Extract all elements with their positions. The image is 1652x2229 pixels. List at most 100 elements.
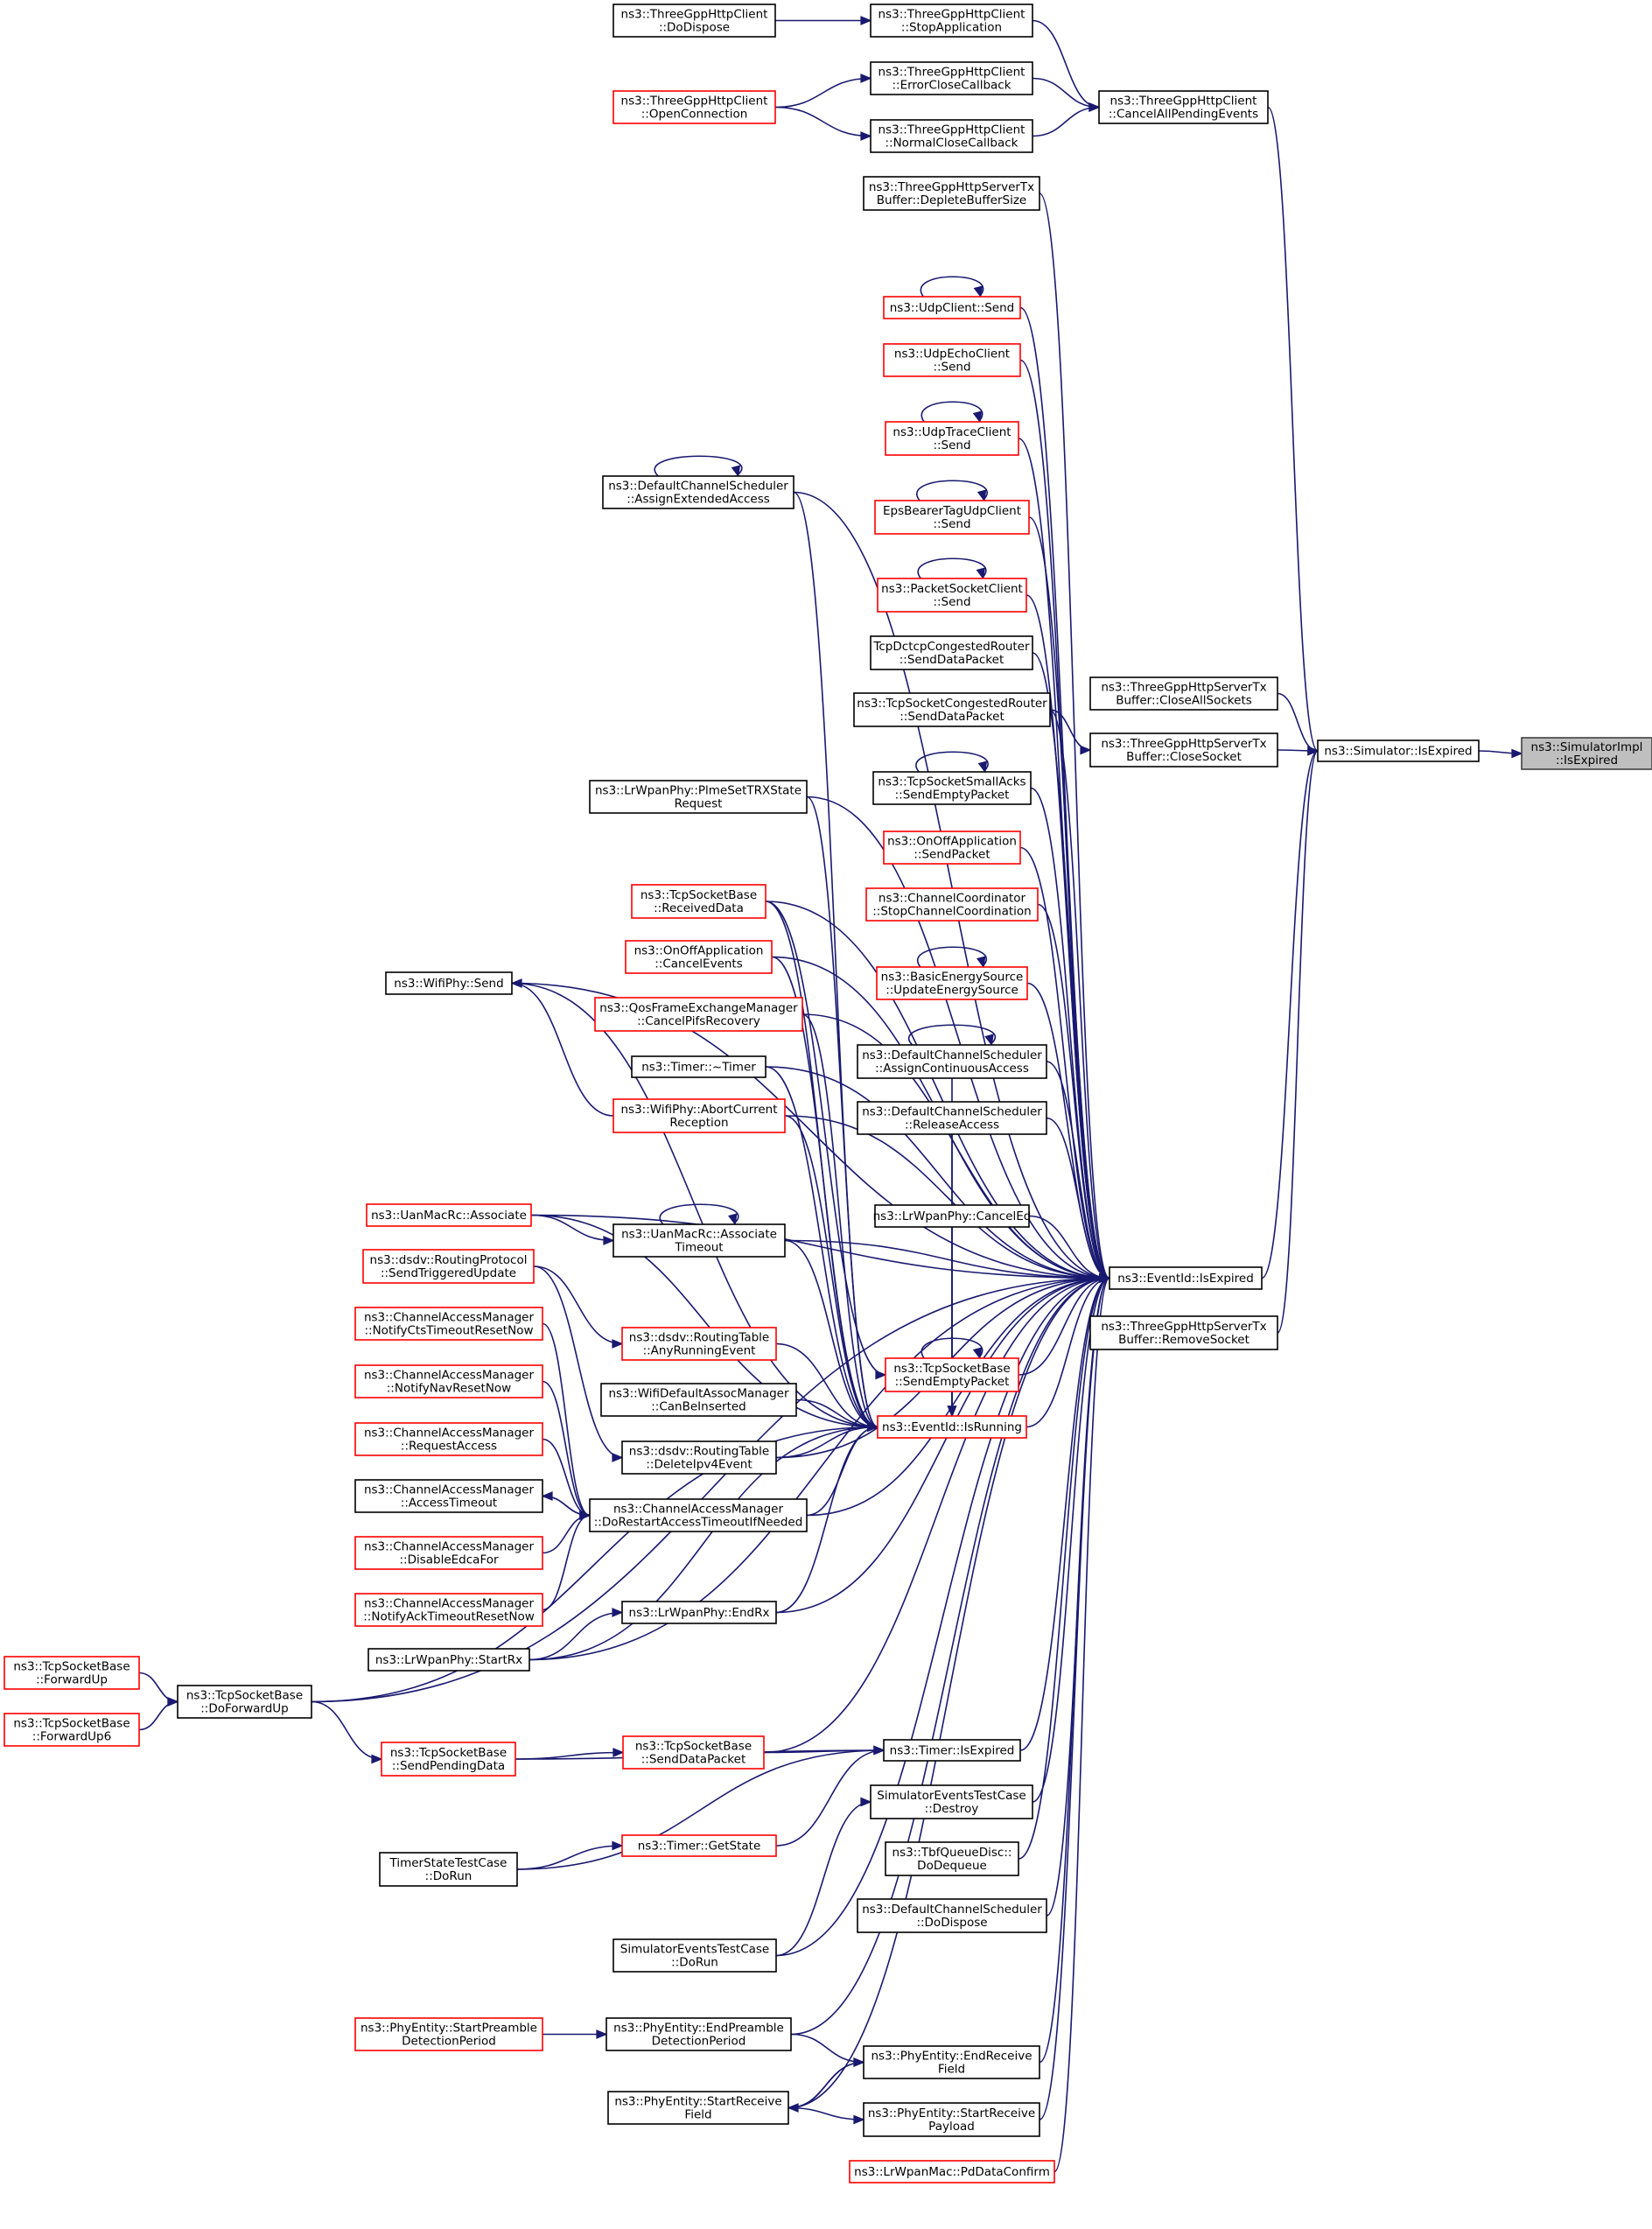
node-onoffcancel[interactable]: ns3::OnOffApplication::CancelEvents	[625, 940, 773, 974]
node-deplete[interactable]: ns3::ThreeGppHttpServerTxBuffer::Deplete…	[863, 176, 1040, 211]
node-label-line: ns3::ThreeGppHttpServerTx	[1101, 1320, 1266, 1334]
node-tcpsmall[interactable]: ns3::TcpSocketSmallAcks::SendEmptyPacket	[872, 771, 1032, 805]
node-assigncont[interactable]: ns3::DefaultChannelScheduler::AssignCont…	[857, 1044, 1047, 1079]
node-tcpsendpend[interactable]: ns3::TcpSocketBase::SendPendingData	[381, 1742, 516, 1777]
node-box	[589, 780, 808, 814]
node-phystartpre[interactable]: ns3::PhyEntity::StartPreambleDetectionPe…	[354, 2017, 543, 2051]
node-cam-dorestart[interactable]: ns3::ChannelAccessManager::DoRestartAcce…	[589, 1498, 808, 1532]
node-normclose[interactable]: ns3::ThreeGppHttpClient::NormalCloseCall…	[870, 119, 1033, 153]
node-lrmacpd[interactable]: ns3::LrWpanMac::PdDataConfirm	[849, 2160, 1055, 2183]
node-cam-ack[interactable]: ns3::ChannelAccessManager::NotifyAckTime…	[354, 1593, 543, 1627]
node-tcprecv[interactable]: ns3::TcpSocketBase::ReceivedData	[631, 884, 766, 919]
edge-n_basicenergy-to-n_basicenergy	[917, 946, 987, 969]
edge-line	[763, 1277, 1110, 1754]
node-label-line: ::IsExpired	[1556, 754, 1618, 768]
node-cam-cts[interactable]: ns3::ChannelAccessManager::NotifyCtsTime…	[354, 1307, 543, 1341]
node-uanassoc[interactable]: ns3::UanMacRc::Associate	[366, 1203, 532, 1227]
node-wifisend[interactable]: ns3::WifiPhy::Send	[385, 971, 513, 995]
node-label-line: ::ForwardUp	[36, 1673, 108, 1687]
node-root[interactable]: ns3::SimulatorImpl::IsExpired	[1521, 737, 1652, 770]
edge-n_simevrun-to-n_simevdestroy	[775, 1797, 872, 1957]
node-udptrace[interactable]: ns3::UdpTraceClient::Send	[885, 421, 1019, 456]
self-loop-arrowhead	[976, 956, 986, 969]
node-lrstartrx[interactable]: ns3::LrWpanPhy::StartRx	[368, 1648, 530, 1672]
node-simevdestroy[interactable]: SimulatorEventsTestCase::Destroy	[870, 1784, 1033, 1819]
edge-line	[542, 1322, 591, 1517]
node-stopapp[interactable]: ns3::ThreeGppHttpClient::StopApplication	[870, 4, 1033, 38]
node-dodispose-http[interactable]: ns3::ThreeGppHttpClient::DoDispose	[612, 4, 776, 38]
node-tcpdctcp[interactable]: TcpDctcpCongestedRouter::SendDataPacket	[870, 635, 1033, 670]
edge-line	[1032, 19, 1100, 109]
node-wifidefault[interactable]: ns3::WifiDefaultAssocManager::CanBeInser…	[600, 1383, 797, 1417]
node-label-line: ::Send	[933, 595, 970, 609]
node-chancoord[interactable]: ns3::ChannelCoordinator::StopChannelCoor…	[865, 887, 1039, 922]
node-tbf[interactable]: ns3::TbfQueueDisc::DoDequeue	[885, 1841, 1019, 1876]
node-isrunning[interactable]: ns3::EventId::IsRunning	[877, 1415, 1027, 1439]
node-box	[883, 296, 1021, 319]
node-lrcanceled[interactable]: ns3::LrWpanPhy::CancelEd	[873, 1204, 1032, 1228]
node-cam-disable[interactable]: ns3::ChannelAccessManager::DisableEdcaFo…	[354, 1536, 543, 1570]
node-dsdvtrig[interactable]: ns3::dsdv::RoutingProtocol::SendTriggere…	[362, 1249, 535, 1284]
node-tcpfwd6[interactable]: ns3::TcpSocketBase::ForwardUp6	[4, 1713, 140, 1747]
node-cam-acc[interactable]: ns3::ChannelAccessManager::AccessTimeout	[354, 1479, 543, 1513]
node-label-line: ns3::LrWpanMac::PdDataConfirm	[854, 2165, 1050, 2179]
self-loop-line	[908, 1024, 996, 1046]
node-timerstate[interactable]: TimerStateTestCase::DoRun	[379, 1852, 518, 1887]
node-label-line: ns3::dsdv::RoutingTable	[629, 1445, 769, 1459]
node-box	[885, 1357, 1019, 1392]
node-label-line: ns3::ThreeGppHttpClient	[878, 66, 1026, 80]
node-tcpdofwd[interactable]: ns3::TcpSocketBase::DoForwardUp	[177, 1685, 312, 1719]
node-simevrun[interactable]: SimulatorEventsTestCase::DoRun	[612, 1938, 777, 1973]
node-box	[612, 90, 776, 124]
node-openconn[interactable]: ns3::ThreeGppHttpClient::OpenConnection	[612, 90, 776, 124]
node-timerexp[interactable]: ns3::Timer::IsExpired	[883, 1739, 1021, 1762]
node-label-line: ::DoForwardUp	[200, 1702, 289, 1716]
node-dsdvdel[interactable]: ns3::dsdv::RoutingTable::DeleteIpv4Event	[621, 1440, 777, 1475]
edge-line	[311, 1277, 1110, 1703]
node-dcsdispose[interactable]: ns3::DefaultChannelScheduler::DoDispose	[857, 1898, 1047, 1933]
node-eventexp[interactable]: ns3::EventId::IsExpired	[1109, 1266, 1263, 1290]
node-assignext[interactable]: ns3::DefaultChannelScheduler::AssignExte…	[602, 475, 794, 509]
node-closeall[interactable]: ns3::ThreeGppHttpServerTxBuffer::CloseAl…	[1089, 676, 1278, 711]
node-label-line: ::DisableEdcaFor	[399, 1553, 499, 1567]
node-simexp[interactable]: ns3::Simulator::IsExpired	[1317, 739, 1480, 762]
node-label-line: ns3::Simulator::IsExpired	[1324, 745, 1472, 759]
node-tcpsenddata[interactable]: ns3::TcpSocketBase::SendDataPacket	[622, 1735, 765, 1770]
node-removesock[interactable]: ns3::ThreeGppHttpServerTxBuffer::RemoveS…	[1089, 1315, 1278, 1350]
node-errclose[interactable]: ns3::ThreeGppHttpClient::ErrorCloseCallb…	[870, 61, 1033, 95]
edge-arrowhead	[612, 1339, 624, 1349]
node-dsdvany[interactable]: ns3::dsdv::RoutingTable::AnyRunningEvent	[621, 1327, 777, 1361]
node-timerget[interactable]: ns3::Timer::GetState	[621, 1834, 777, 1857]
node-label-line: ::StopApplication	[901, 21, 1002, 35]
node-qosframe[interactable]: ns3::QosFrameExchangeManager::CancelPifs…	[594, 997, 803, 1032]
edge-line	[511, 982, 614, 1117]
node-epsbearer[interactable]: EpsBearerTagUdpClient::Send	[874, 500, 1030, 535]
node-tcpsendempty[interactable]: ns3::TcpSocketBase::SendEmptyPacket	[885, 1357, 1019, 1392]
node-box	[631, 1055, 766, 1078]
node-phyendpre[interactable]: ns3::PhyEntity::EndPreambleDetectionPeri…	[606, 2017, 792, 2051]
node-timerdtor[interactable]: ns3::Timer::~Timer	[631, 1055, 766, 1078]
node-tcpcong[interactable]: ns3::TcpSocketCongestedRouter::SendDataP…	[853, 692, 1051, 727]
node-box	[354, 1307, 543, 1341]
node-cam-req[interactable]: ns3::ChannelAccessManager::RequestAccess	[354, 1422, 543, 1456]
node-udpecho[interactable]: ns3::UdpEchoClient::Send	[883, 343, 1021, 377]
node-label-line: ns3::dsdv::RoutingProtocol	[370, 1253, 528, 1267]
node-cancelall[interactable]: ns3::ThreeGppHttpClient::CancelAllPendin…	[1098, 90, 1269, 124]
node-udpclient[interactable]: ns3::UdpClient::Send	[883, 296, 1021, 319]
node-box	[883, 831, 1021, 865]
node-releaseacc[interactable]: ns3::DefaultChannelScheduler::ReleaseAcc…	[857, 1101, 1047, 1135]
node-cam-nav[interactable]: ns3::ChannelAccessManager::NotifyNavRese…	[354, 1364, 543, 1398]
node-packetsock[interactable]: ns3::PacketSocketClient::Send	[877, 578, 1027, 613]
node-lrendrx[interactable]: ns3::LrWpanPhy::EndRx	[621, 1601, 777, 1624]
node-onoffsend[interactable]: ns3::OnOffApplication::SendPacket	[883, 831, 1021, 865]
node-tcpfwd[interactable]: ns3::TcpSocketBase::ForwardUp	[4, 1656, 140, 1690]
node-closesock[interactable]: ns3::ThreeGppHttpServerTxBuffer::CloseSo…	[1089, 732, 1278, 768]
node-basicenergy[interactable]: ns3::BasicEnergySource::UpdateEnergySour…	[876, 966, 1028, 1000]
edge-n_normclose-to-n_cancelall	[1032, 102, 1101, 137]
